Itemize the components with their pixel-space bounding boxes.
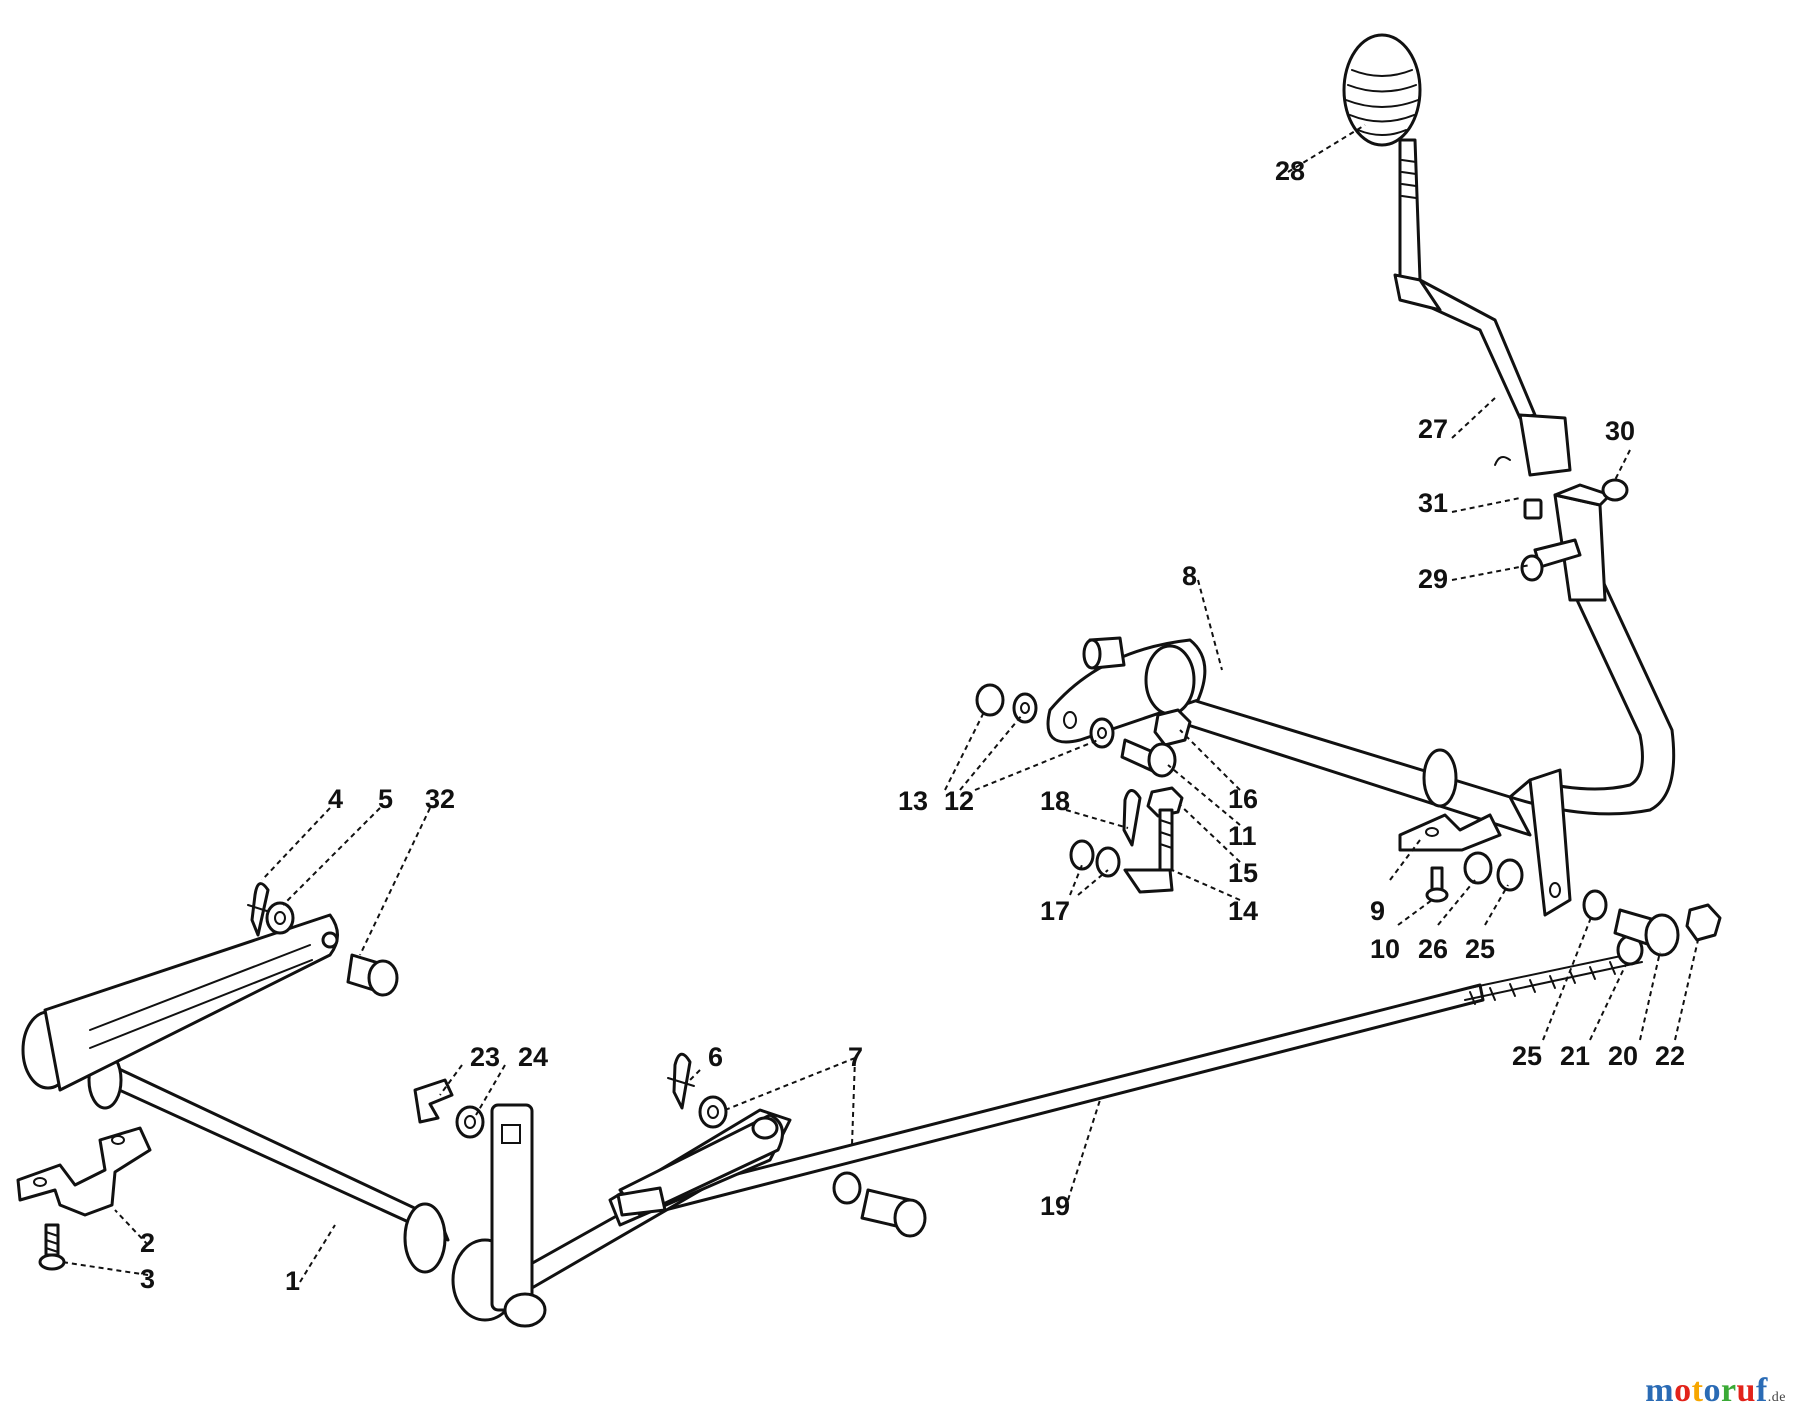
label-31: 31: [1418, 488, 1448, 518]
clip-4: [247, 882, 271, 937]
nut-15: [1146, 786, 1184, 818]
label-12: 12: [944, 786, 974, 816]
washer-25b: [1582, 889, 1608, 921]
washer-7a: [698, 1095, 728, 1129]
label-5: 5: [378, 784, 393, 814]
label-18: 18: [1040, 786, 1070, 816]
screw-3: [38, 1223, 66, 1271]
label-26: 26: [1418, 934, 1448, 964]
washer-12a: [1012, 692, 1038, 724]
nut-22: [1685, 903, 1722, 942]
label-15: 15: [1228, 858, 1258, 888]
washer-5: [265, 901, 295, 935]
lift-shaft-1: [21, 913, 792, 1328]
connecting-rod-19: [653, 951, 1643, 1212]
label-4: 4: [328, 784, 343, 814]
label-19: 19: [1040, 1191, 1070, 1221]
bracket-2: [16, 1126, 152, 1217]
washer-17a: [1069, 839, 1095, 871]
screw-10: [1425, 866, 1449, 903]
washer-link: [832, 1171, 862, 1205]
part-labels: 28 27 30 31 29 8 13 12 16 18 11 15 17 14…: [140, 156, 1685, 1296]
label-25-b: 25: [1512, 1041, 1542, 1071]
label-25-a: 25: [1465, 934, 1495, 964]
label-20: 20: [1608, 1041, 1638, 1071]
washer-25a: [1496, 858, 1524, 892]
watermark-letter: r: [1720, 1372, 1737, 1409]
bolt-29: [1520, 538, 1582, 582]
label-17: 17: [1040, 896, 1070, 926]
label-29: 29: [1418, 564, 1448, 594]
gear-lever-27: [1393, 138, 1612, 602]
label-6: 6: [708, 1042, 723, 1072]
label-22: 22: [1655, 1041, 1685, 1071]
washer-24: [455, 1105, 485, 1139]
nut-26: [1463, 851, 1493, 885]
label-1: 1: [285, 1266, 300, 1296]
watermark-suffix: .de: [1767, 1390, 1786, 1405]
watermark-letter: f: [1755, 1372, 1768, 1409]
watermark-letter: m: [1645, 1372, 1675, 1409]
label-21: 21: [1560, 1041, 1590, 1071]
bolt-11: [1120, 738, 1177, 778]
label-8: 8: [1182, 561, 1197, 591]
nut-16: [1153, 708, 1192, 747]
clip-23: [413, 1078, 454, 1124]
label-9: 9: [1370, 896, 1385, 926]
label-14: 14: [1228, 896, 1258, 926]
rear-shaft-8: [1046, 573, 1676, 917]
label-28: 28: [1275, 156, 1305, 186]
label-30: 30: [1605, 416, 1635, 446]
label-16: 16: [1228, 784, 1258, 814]
clip-6: [667, 1052, 695, 1110]
nut-30: [1601, 478, 1629, 502]
label-13: 13: [898, 786, 928, 816]
label-2: 2: [140, 1228, 155, 1258]
label-27: 27: [1418, 414, 1448, 444]
label-32: 32: [425, 784, 455, 814]
label-23: 23: [470, 1042, 500, 1072]
stud-14: [1123, 808, 1174, 894]
label-24: 24: [518, 1042, 548, 1072]
label-11: 11: [1228, 821, 1257, 851]
watermark-letter: o: [1674, 1372, 1692, 1409]
pin-20: [1613, 908, 1680, 957]
leader-lines: [61, 124, 1699, 1283]
clip-18: [1122, 789, 1142, 847]
label-7: 7: [848, 1042, 863, 1072]
nut-13: [975, 683, 1005, 717]
washer-12b: [1089, 717, 1115, 749]
label-3: 3: [140, 1264, 155, 1294]
watermark-logo: motoruf.de: [1645, 1372, 1786, 1410]
knob-28: [1342, 33, 1422, 147]
label-10: 10: [1370, 934, 1400, 964]
watermark-letter: t: [1691, 1372, 1704, 1409]
spring-31: [1494, 455, 1543, 520]
watermark-letter: u: [1736, 1372, 1756, 1409]
washer-17b: [1095, 846, 1121, 878]
pin-link: [860, 1188, 927, 1238]
watermark-letter: o: [1703, 1372, 1721, 1409]
